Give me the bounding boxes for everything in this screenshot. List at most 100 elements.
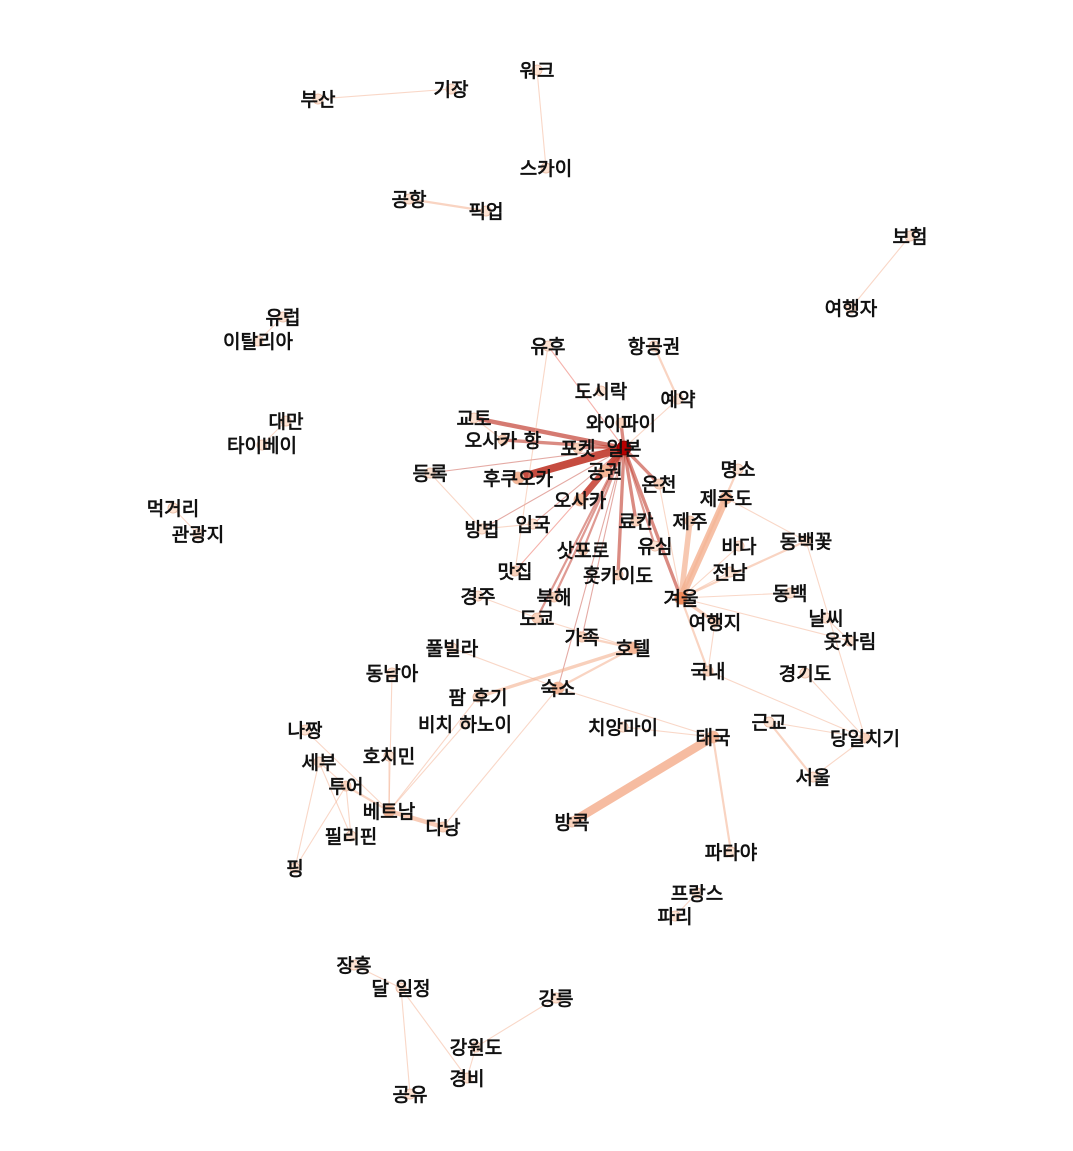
node-dot[interactable] (340, 780, 352, 792)
node-dot[interactable] (548, 591, 560, 603)
node-dot[interactable] (617, 721, 629, 733)
node-dot[interactable] (345, 830, 357, 842)
node-dot[interactable] (472, 691, 484, 703)
node-dot[interactable] (531, 64, 543, 76)
node-dot[interactable] (446, 642, 458, 654)
node-dot[interactable] (763, 716, 775, 728)
node-dot[interactable] (672, 393, 684, 405)
node-label: 겨울 (664, 588, 699, 610)
node-dot[interactable] (167, 502, 179, 514)
node-dot[interactable] (649, 540, 661, 552)
node-label: 오사카 항 (465, 430, 542, 452)
node-dot[interactable] (476, 523, 488, 535)
node-dot[interactable] (299, 724, 311, 736)
node-dot[interactable] (724, 566, 736, 578)
node-dot[interactable] (566, 816, 578, 828)
edge (678, 518, 693, 601)
node-dot[interactable] (845, 302, 857, 314)
node-dot[interactable] (706, 730, 720, 744)
node-dot[interactable] (615, 417, 627, 429)
node-label: 필리핀 (325, 826, 377, 848)
node-dot[interactable] (404, 1088, 416, 1100)
node-dot[interactable] (424, 467, 436, 479)
node-dot[interactable] (312, 93, 324, 105)
node-dot[interactable] (527, 518, 539, 530)
node-dot[interactable] (595, 385, 607, 397)
node-dot[interactable] (542, 340, 554, 352)
edge (707, 670, 866, 739)
node-dot[interactable] (313, 756, 325, 768)
node-label: 경기도 (779, 663, 831, 685)
node-dot[interactable] (280, 415, 292, 427)
node-dot[interactable] (403, 193, 415, 205)
node-dot[interactable] (653, 478, 665, 490)
node-dot[interactable] (904, 230, 916, 242)
node-dot[interactable] (383, 750, 395, 762)
node-label: 제주 (673, 511, 708, 533)
node-label: 맛집 (498, 561, 533, 583)
node-dot[interactable] (684, 515, 696, 527)
node-dot[interactable] (577, 544, 589, 556)
edge (172, 507, 199, 535)
node-dot[interactable] (461, 1072, 473, 1084)
node-label: 보험 (893, 226, 928, 248)
edge (429, 472, 483, 530)
node-dot[interactable] (289, 862, 301, 874)
node-dot[interactable] (733, 540, 745, 552)
node-dot[interactable] (386, 667, 398, 679)
node-dot[interactable] (472, 590, 484, 602)
node-dot[interactable] (437, 821, 449, 833)
node-dot[interactable] (550, 992, 562, 1004)
node-dot[interactable] (626, 641, 640, 655)
node-dot[interactable] (702, 665, 714, 677)
node-dot[interactable] (784, 587, 796, 599)
node-label: 유심 (638, 536, 673, 558)
node-dot[interactable] (509, 565, 521, 577)
node-dot[interactable] (820, 612, 832, 624)
edge (622, 726, 714, 738)
node-dot[interactable] (648, 340, 660, 352)
node-label: 입국 (516, 514, 551, 536)
node-dot[interactable] (256, 439, 268, 451)
node-label: 동백 (773, 583, 808, 605)
node-dot[interactable] (511, 471, 525, 485)
node-dot[interactable] (572, 442, 584, 454)
node-dot[interactable] (616, 440, 632, 456)
node-dot[interactable] (192, 528, 204, 540)
node-dot[interactable] (630, 515, 642, 527)
edge (304, 729, 390, 812)
node-dot[interactable] (576, 631, 588, 643)
node-dot[interactable] (669, 910, 681, 922)
node-dot[interactable] (612, 569, 624, 581)
node-dot[interactable] (598, 464, 612, 478)
node-dot[interactable] (480, 205, 492, 217)
node-dot[interactable] (382, 804, 396, 818)
node-dot[interactable] (445, 83, 457, 95)
node-dot[interactable] (497, 434, 509, 446)
node-dot[interactable] (844, 635, 856, 647)
node-dot[interactable] (540, 162, 552, 174)
node-dot[interactable] (732, 463, 744, 475)
node-dot[interactable] (799, 667, 811, 679)
node-dot[interactable] (807, 771, 819, 783)
node-dot[interactable] (800, 535, 812, 547)
node-dot[interactable] (277, 311, 289, 323)
node-dot[interactable] (252, 335, 264, 347)
node-dot[interactable] (531, 612, 543, 624)
node-dot[interactable] (719, 491, 733, 505)
edge (679, 596, 710, 673)
node-dot[interactable] (348, 959, 360, 971)
node-dot[interactable] (551, 681, 565, 695)
node-dot[interactable] (709, 616, 721, 628)
node-dot[interactable] (470, 1041, 482, 1053)
node-dot[interactable] (395, 982, 407, 994)
node-dot[interactable] (459, 718, 471, 730)
edge (711, 735, 733, 854)
node-dot[interactable] (725, 846, 737, 858)
node-dot[interactable] (468, 412, 480, 424)
node-label: 등록 (413, 463, 448, 485)
node-dot[interactable] (859, 732, 871, 744)
node-dot[interactable] (691, 887, 703, 899)
node-dot[interactable] (674, 591, 688, 605)
node-dot[interactable] (573, 493, 587, 507)
